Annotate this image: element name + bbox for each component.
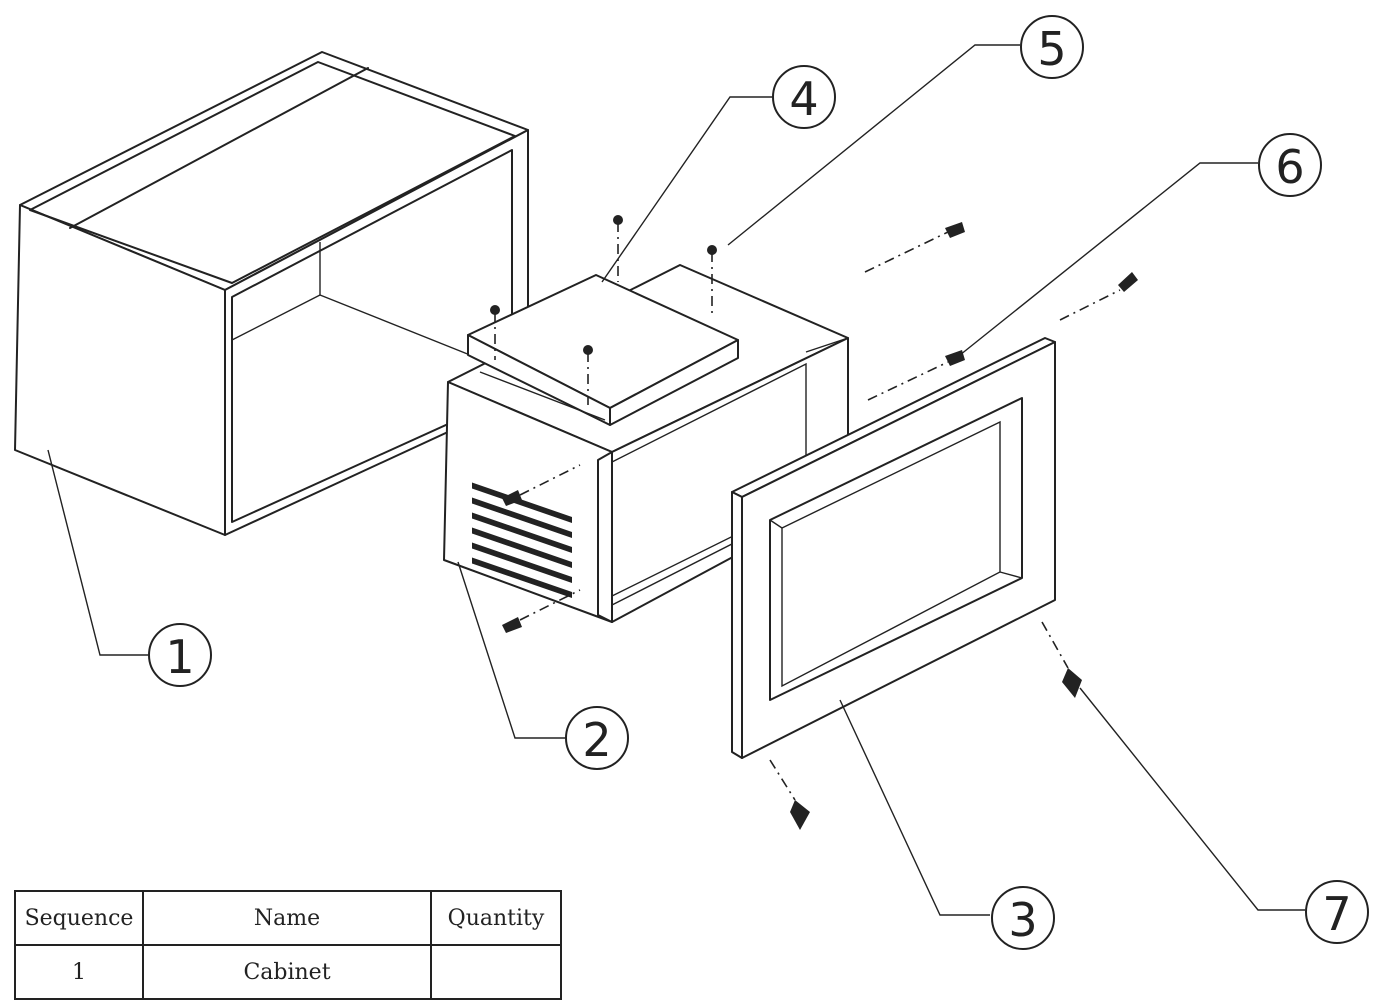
callout-5-label: 5 xyxy=(1037,22,1066,76)
row-name: Cabinet xyxy=(142,944,432,1000)
top-plate xyxy=(467,274,739,426)
exploded-assembly-diagram: 1 2 3 4 5 6 7 xyxy=(14,15,1369,950)
header-name: Name xyxy=(142,890,432,946)
callout-6: 6 xyxy=(1258,133,1322,197)
callout-7-label: 7 xyxy=(1322,887,1351,941)
callout-2: 2 xyxy=(565,706,629,770)
callout-1-label: 1 xyxy=(165,630,194,684)
callout-1: 1 xyxy=(148,623,212,687)
vent-grille xyxy=(472,482,572,598)
callout-6-label: 6 xyxy=(1275,140,1304,194)
callout-4: 4 xyxy=(772,65,836,129)
callout-5: 5 xyxy=(1020,15,1084,79)
table-row: 1 Cabinet xyxy=(14,944,562,1000)
callout-7: 7 xyxy=(1305,880,1369,944)
leader-lines xyxy=(47,44,1305,916)
parts-table-header: Sequence Name Quantity xyxy=(14,890,562,946)
row-sequence: 1 xyxy=(14,944,144,1000)
callout-3: 3 xyxy=(991,886,1055,950)
callout-3-label: 3 xyxy=(1008,893,1037,947)
trim-frame xyxy=(731,337,1056,759)
cabinet xyxy=(14,51,529,536)
callout-2-label: 2 xyxy=(582,713,611,767)
header-sequence: Sequence xyxy=(14,890,144,946)
header-quantity: Quantity xyxy=(430,890,562,946)
callout-4-label: 4 xyxy=(789,72,818,126)
row-quantity xyxy=(430,944,562,1000)
parts-table: Sequence Name Quantity 1 Cabinet xyxy=(14,890,562,1000)
